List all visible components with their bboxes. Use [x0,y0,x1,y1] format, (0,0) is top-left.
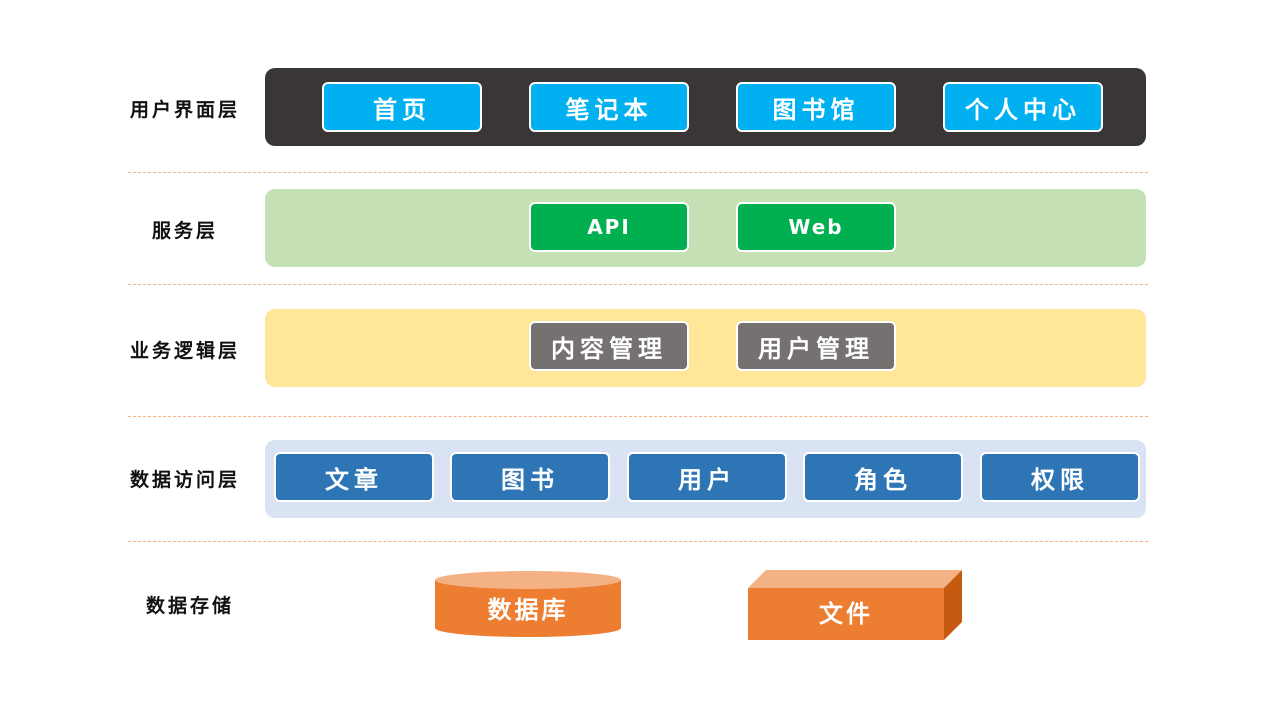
layer-label-service: 服务层 [151,220,218,242]
divider [128,541,1148,542]
service-item-api: API [529,202,689,252]
layer-label-data-access: 数据访问层 [129,469,240,491]
data-item-user: 用户 [627,452,787,502]
data-item-permission: 权限 [980,452,1140,502]
ui-item-notebook: 笔记本 [529,82,689,132]
file-label: 文件 [819,600,873,628]
service-item-web: Web [736,202,896,252]
layer-label-storage: 数据存储 [145,595,234,617]
divider [128,416,1148,417]
ui-item-profile: 个人中心 [943,82,1103,132]
divider [128,172,1148,173]
layer-label-logic: 业务逻辑层 [129,340,240,362]
divider [128,284,1148,285]
data-item-article: 文章 [274,452,434,502]
database-label: 数据库 [488,596,569,624]
data-item-role: 角色 [803,452,963,502]
ui-item-home: 首页 [322,82,482,132]
database-cylinder-icon: 数据库 [435,571,621,637]
logic-layer-band [265,309,1146,387]
service-layer-band [265,189,1146,267]
layer-label-ui: 用户界面层 [129,99,240,121]
data-item-book: 图书 [450,452,610,502]
ui-item-library: 图书馆 [736,82,896,132]
logic-item-user-management: 用户管理 [736,321,896,371]
file-box-icon: 文件 [748,570,962,640]
logic-item-content-management: 内容管理 [529,321,689,371]
